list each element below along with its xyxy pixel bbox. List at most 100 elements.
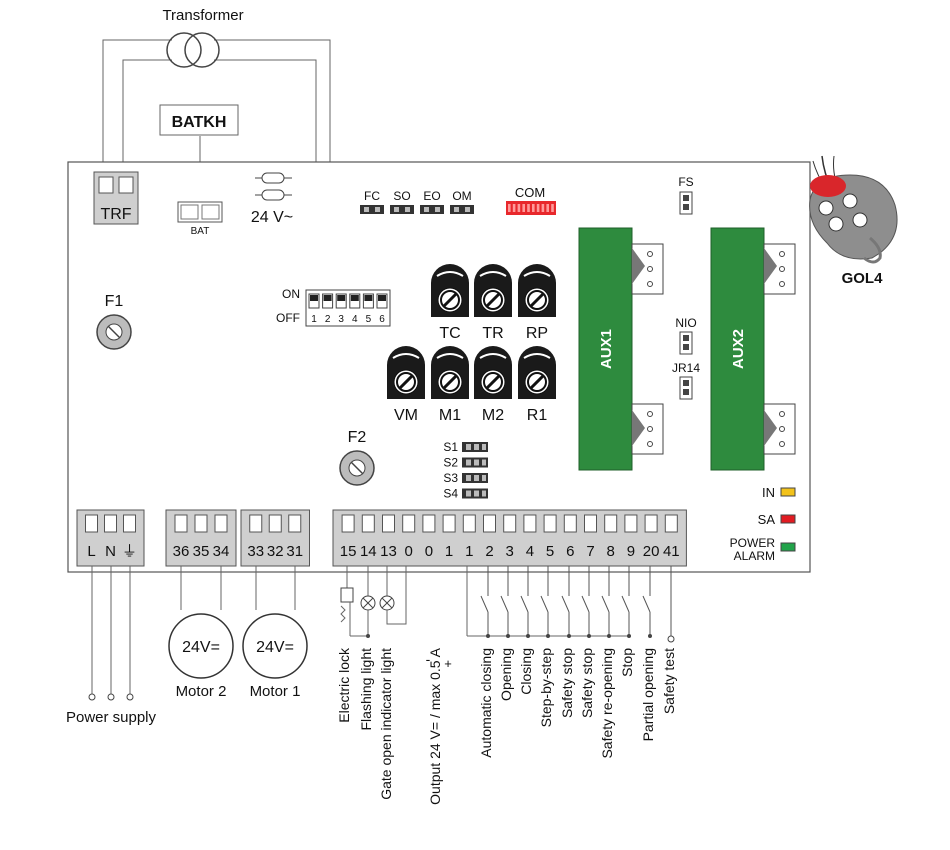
fuse-f1-label: F1 — [105, 293, 124, 310]
io-switches — [480, 566, 675, 643]
input-contact — [621, 566, 631, 638]
io-label: Gate open indicator light — [378, 648, 394, 800]
fuse-f2 — [339, 450, 375, 486]
terminal-screw — [382, 514, 395, 533]
terminal-label: 0 — [405, 543, 413, 560]
input-contact — [480, 566, 490, 638]
dip-lever — [378, 295, 386, 301]
motor-2-label: Motor 2 — [176, 683, 227, 700]
com-pin — [536, 204, 540, 212]
dip-number: 4 — [352, 314, 358, 325]
led-sa: SA — [758, 512, 796, 527]
dip-off-label: OFF — [276, 311, 300, 325]
jumper-fc: FC — [360, 189, 384, 214]
supply-fuses — [255, 172, 292, 201]
terminal-screw — [123, 514, 136, 533]
potentiometer-r1: R1 — [518, 346, 556, 424]
dip-on-label: ON — [282, 287, 300, 301]
io-label: Opening — [498, 648, 514, 701]
input-contact — [581, 566, 591, 638]
motor-1-label: Motor 1 — [250, 683, 301, 700]
terminal-label: 36 — [173, 543, 190, 560]
io-label: Closing — [518, 648, 534, 695]
potentiometer-label: TR — [482, 325, 503, 342]
output-minus: - — [426, 651, 431, 667]
dip-lever — [310, 295, 318, 301]
s-jumper-label: S4 — [443, 487, 458, 501]
terminal-screw — [214, 514, 228, 533]
supply-voltage-label: 24 V~ — [251, 209, 293, 226]
io-label: Electric lock — [336, 647, 352, 723]
terminal-label: 13 — [380, 543, 397, 560]
terminal-screw — [104, 514, 117, 533]
dip-switch — [305, 289, 391, 327]
transformer-label: Transformer — [162, 7, 243, 24]
led-power-alarm: POWER ALARM — [730, 536, 796, 563]
jumper-fc-label: FC — [364, 189, 380, 203]
jumper-so-label: SO — [393, 189, 410, 203]
terminal-label: 5 — [546, 543, 554, 560]
dip-number: 2 — [325, 314, 331, 325]
terminal-label: N — [105, 543, 116, 560]
motor-2-voltage: 24V= — [182, 639, 220, 656]
terminal-screw — [249, 514, 263, 533]
terminal-label: 4 — [526, 543, 534, 560]
potentiometer-label: VM — [394, 407, 418, 424]
fs-pin — [683, 195, 689, 201]
fuse-f1 — [96, 314, 132, 350]
terminal-screw — [174, 514, 188, 533]
dip-lever — [337, 295, 346, 301]
terminal-label: 14 — [360, 543, 377, 560]
potentiometer-tr: TR — [474, 264, 512, 342]
dip-number: 1 — [311, 314, 317, 325]
input-contact — [561, 566, 571, 638]
fs-pin — [683, 204, 689, 210]
terminal-screw — [624, 514, 638, 533]
dip-lever — [323, 295, 332, 301]
jumper-om: OM — [450, 189, 474, 214]
input-contact — [500, 566, 510, 638]
output-plus: + — [444, 656, 452, 671]
dip-number: 5 — [366, 314, 372, 325]
terminal-label: 20 — [643, 543, 660, 560]
battery-label: BATKH — [172, 114, 227, 131]
potentiometer-label: R1 — [527, 407, 548, 424]
input-contact — [642, 566, 652, 638]
terminal-screw — [563, 514, 577, 533]
terminal-label: 1 — [445, 543, 453, 560]
led-sa-indicator — [780, 514, 796, 524]
com-pin — [541, 204, 545, 212]
terminal-screw — [462, 514, 476, 533]
com-pin — [532, 204, 535, 212]
terminal-label: 6 — [566, 543, 574, 560]
terminal-label: L — [87, 543, 95, 560]
com-pin — [512, 204, 516, 212]
com-pin — [522, 204, 525, 212]
dip-lever — [364, 295, 373, 301]
terminal-screw — [268, 514, 282, 533]
terminal-screw — [604, 514, 618, 533]
terminal-screw — [543, 514, 557, 533]
terminal-label: 33 — [247, 543, 264, 560]
remote-label: GOL4 — [842, 270, 883, 287]
io-label: Safety test — [661, 648, 677, 714]
io-label: Automatic closing — [478, 648, 494, 758]
terminal-screw — [483, 514, 496, 533]
potentiometer-label: RP — [526, 325, 548, 342]
terminal-screw — [644, 514, 658, 533]
terminal-label: 8 — [607, 543, 615, 560]
led-in-label: IN — [762, 485, 775, 500]
terminal-screw — [288, 514, 302, 533]
terminal-label: 7 — [586, 543, 594, 560]
s-jumper-label: S1 — [443, 440, 458, 454]
io-label: Safety stop — [579, 648, 595, 718]
nio-label: NIO — [675, 316, 696, 330]
aux1-label: AUX1 — [598, 329, 615, 369]
power-supply-wiring — [88, 566, 134, 701]
dip-number: 6 — [379, 314, 385, 325]
fs-label: FS — [678, 175, 693, 189]
